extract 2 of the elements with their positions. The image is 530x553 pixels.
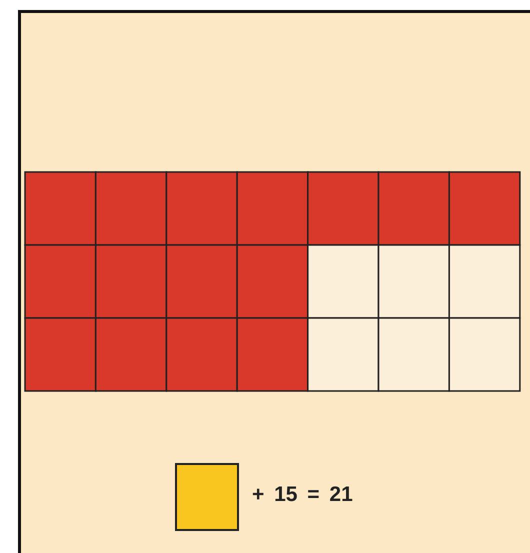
equation-text: + 15 = 21 [252,483,353,507]
answer-box [175,463,239,531]
